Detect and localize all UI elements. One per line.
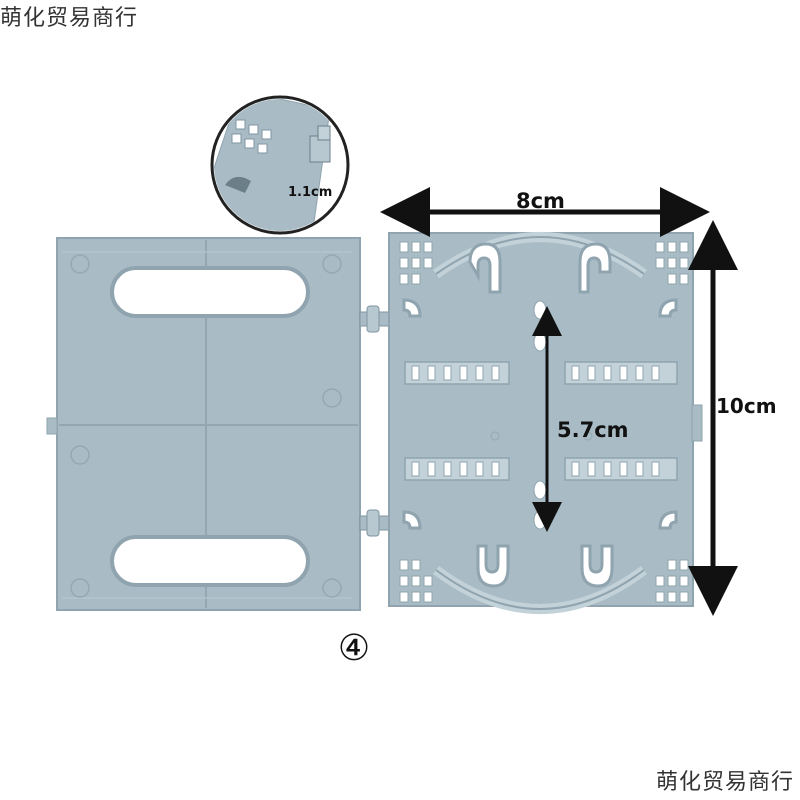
cover-panel	[46, 237, 361, 611]
width-dimension: 8cm	[380, 187, 710, 237]
panel-number: ④	[338, 628, 370, 669]
watermark-bottom: 萌化贸易商行	[655, 770, 794, 795]
inner-dimension: 5.7cm	[532, 306, 629, 532]
hinge-bottom	[359, 509, 391, 537]
detail-dimension-label: 1.1cm	[288, 185, 332, 200]
height-dimension: 10cm	[688, 220, 777, 616]
width-dimension-label: 8cm	[516, 189, 565, 213]
watermark-top: 萌化贸易商行	[0, 6, 139, 31]
detail-magnifier: 1.1cm	[210, 95, 350, 235]
height-dimension-label: 10cm	[716, 394, 777, 418]
inner-dimension-label: 5.7cm	[557, 418, 629, 442]
hinge-top	[359, 305, 391, 333]
